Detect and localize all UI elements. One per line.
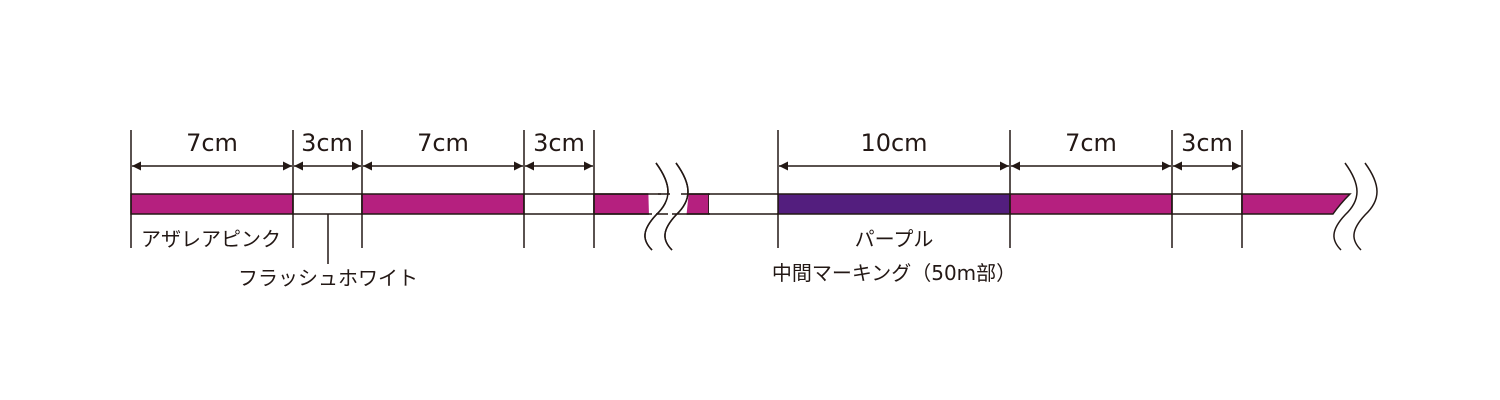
break-mark-icon	[1333, 162, 1378, 251]
dimension-label: 7cm	[417, 129, 469, 157]
dimension-label: 3cm	[533, 129, 585, 157]
segment-azalea-pink	[1241, 193, 1352, 215]
extension-lines	[130, 130, 1243, 264]
dimension-label: 10cm	[860, 129, 927, 157]
label-flash-white: フラッシュホワイト	[238, 266, 418, 290]
label-azalea-pink: アザレアピンク	[141, 227, 281, 251]
dimension-label: 3cm	[301, 129, 353, 157]
segment-azalea-pink	[361, 193, 525, 215]
segment-flash-white	[523, 193, 595, 215]
dimension-label: 3cm	[1181, 129, 1233, 157]
label-middle-marking: 中間マーキング（50m部）	[772, 261, 1016, 285]
dimension-label: 7cm	[186, 129, 238, 157]
segment-azalea-pink	[1009, 193, 1173, 215]
segment-azalea-pink	[130, 193, 294, 215]
segment-purple	[777, 193, 1011, 215]
dimension-label: 7cm	[1065, 129, 1117, 157]
label-purple: パープル	[855, 227, 934, 251]
segment-flash-white	[292, 193, 363, 215]
segment-flash-white	[1171, 193, 1243, 215]
